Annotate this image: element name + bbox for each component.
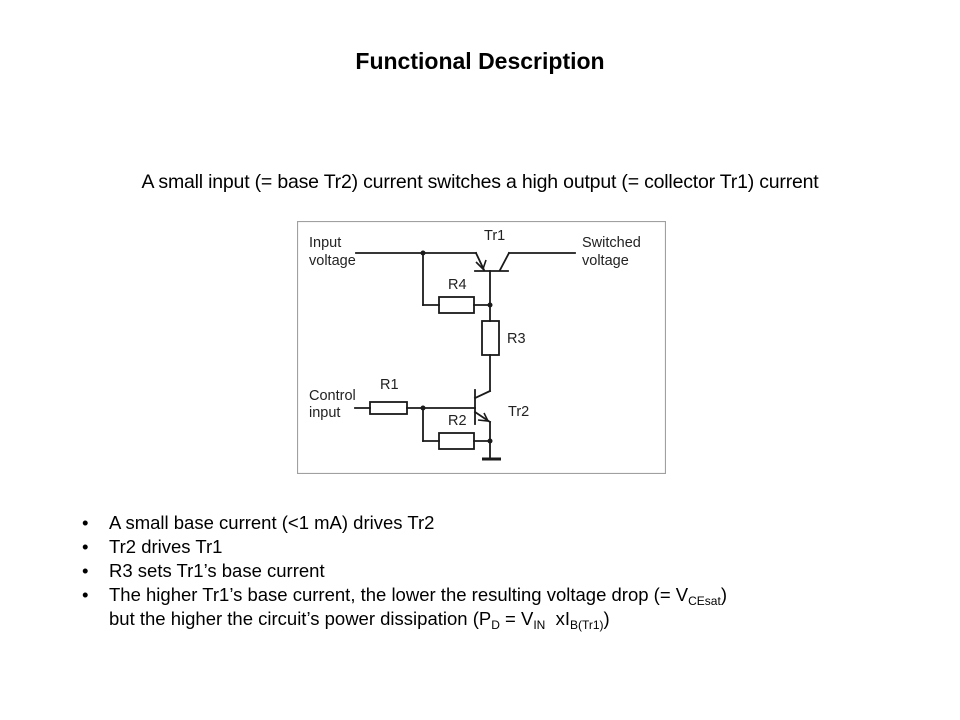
bullet-text: A small base current (<1 mA) drives Tr2 xyxy=(109,512,435,533)
bullet-icon: • xyxy=(82,584,89,605)
slide-title: Functional Description xyxy=(355,48,605,74)
label-r2: R2 xyxy=(448,413,467,429)
label-r3: R3 xyxy=(507,331,526,347)
label-tr2: Tr2 xyxy=(508,404,529,420)
bullet-item: • A small base current (<1 mA) drives Tr… xyxy=(82,511,727,535)
text-run: but the higher the circuit’s power dissi… xyxy=(109,608,492,629)
tr1-collector xyxy=(498,251,511,272)
subscript: D xyxy=(491,618,500,632)
text-run: = V xyxy=(499,608,534,629)
tr1-emitter xyxy=(474,251,486,272)
junction-dot xyxy=(487,438,493,444)
label-tr1: Tr1 xyxy=(484,228,505,244)
slide-subtitle: A small input (= base Tr2) current switc… xyxy=(141,171,819,193)
text-run: ) xyxy=(603,608,610,629)
label-r4: R4 xyxy=(448,277,467,293)
subscript: CEsat xyxy=(688,594,721,608)
junction-dot xyxy=(420,405,426,411)
label-control-input-1: Control xyxy=(309,388,356,404)
bullet-list: • A small base current (<1 mA) drives Tr… xyxy=(82,511,727,631)
label-input-voltage-2: voltage xyxy=(309,253,356,269)
bullet-icon: • xyxy=(82,560,89,581)
bullet-text-line2: but the higher the circuit’s power dissi… xyxy=(109,608,610,632)
tr2-collector xyxy=(473,389,492,400)
text-run: The higher Tr1’s base current, the lower… xyxy=(109,584,689,605)
bullet-item: • R3 sets Tr1’s base current xyxy=(82,559,727,583)
bullet-text: Tr2 drives Tr1 xyxy=(109,536,223,557)
text-run: xI xyxy=(545,608,570,629)
label-control-input-2: input xyxy=(309,405,340,421)
label-input-voltage-1: Input xyxy=(309,235,341,251)
junction-dot xyxy=(487,302,493,308)
bullet-text-line1: The higher Tr1’s base current, the lower… xyxy=(109,584,727,608)
bullet-item: • Tr2 drives Tr1 xyxy=(82,535,727,559)
tr1-emitter-arrow xyxy=(475,259,487,271)
bullet-text: R3 sets Tr1’s base current xyxy=(109,560,325,581)
junction-dot xyxy=(420,250,426,256)
subscript: B(Tr1) xyxy=(569,618,604,632)
circuit-diagram: Input voltage Switched voltage Control i… xyxy=(297,221,666,474)
label-r1: R1 xyxy=(380,377,399,393)
bullet-item: • The higher Tr1’s base current, the low… xyxy=(82,583,727,631)
subscript: IN xyxy=(533,618,546,632)
bullet-icon: • xyxy=(82,536,89,557)
bullet-icon: • xyxy=(82,512,89,533)
text-run: ) xyxy=(720,584,727,605)
label-switched-voltage-1: Switched xyxy=(582,235,641,251)
tr2-emitter-arrow xyxy=(477,412,490,422)
label-switched-voltage-2: voltage xyxy=(582,253,629,269)
